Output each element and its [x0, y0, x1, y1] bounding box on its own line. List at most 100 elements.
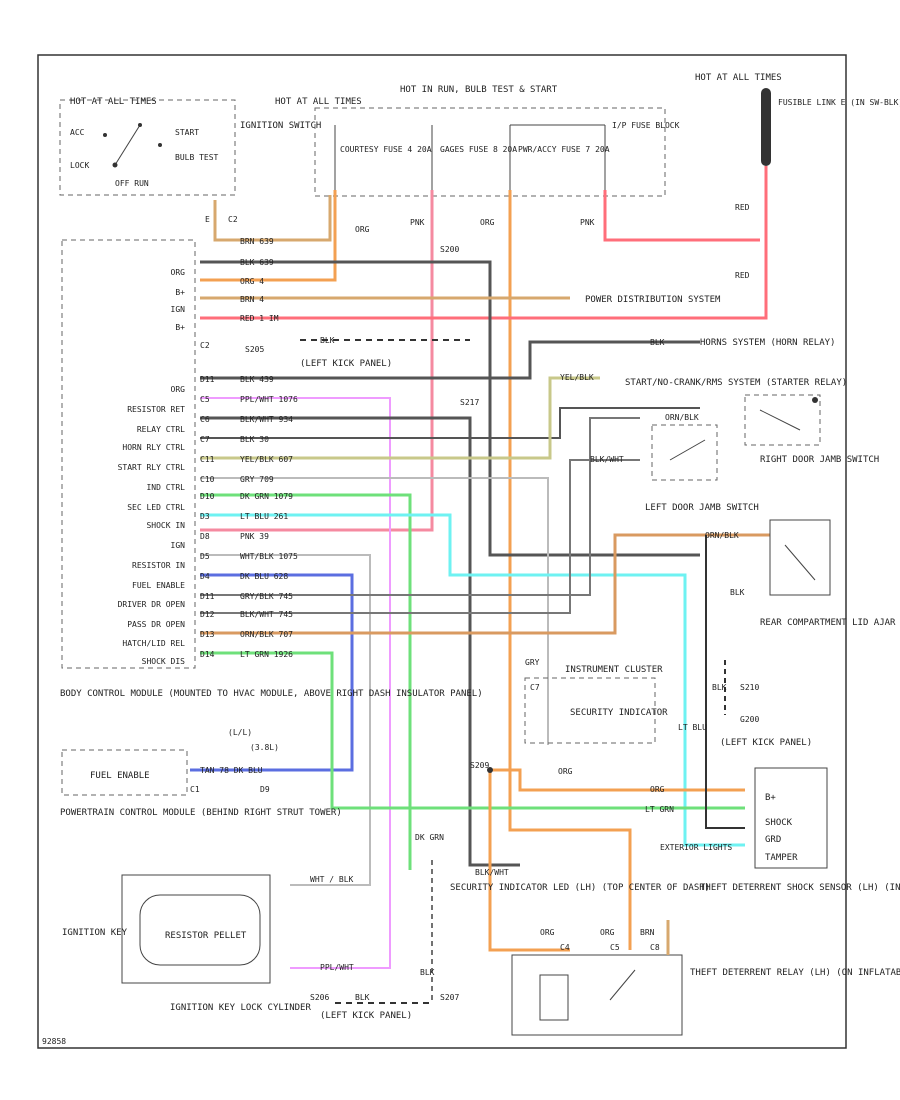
bcm-pin-2: IGN [171, 305, 186, 314]
wire-org-top: ORG [355, 225, 370, 234]
ign-conn-c2: C2 [228, 215, 238, 224]
splice-s209: S209 [470, 761, 489, 770]
right-right-door: RIGHT DOOR JAMB SWITCH [760, 455, 879, 465]
wire-pnk2-top: PNK [580, 218, 595, 227]
bcm-row-13: ORN/BLK 707 [240, 630, 293, 639]
wire-gry-blk: ORN/BLK [665, 413, 699, 422]
bcm-row-7: LT BLU 261 [240, 512, 288, 521]
splice-s205: S205 [245, 345, 264, 354]
key-name: IGNITION KEY [62, 928, 128, 938]
right-rear: REAR COMPARTMENT LID AJAR INDICATION SWI… [760, 618, 900, 628]
wire-ltblu-shock: LT BLU [678, 723, 707, 732]
relay-pin-1: C5 [610, 943, 620, 952]
wire-blk-right: BLK [730, 588, 745, 597]
wire-blk-led: BLK [420, 968, 435, 977]
bcm-row-pin-4: C11 [200, 455, 215, 464]
fuse-courtesy: COURTESY FUSE 4 20A [340, 145, 432, 154]
wire-org-mid: ORG [558, 767, 573, 776]
wire-blk-top: BLK [320, 336, 335, 345]
shock-ext: EXTERIOR LIGHTS [660, 843, 732, 852]
bcm-row-pin-9: D5 [200, 552, 210, 561]
right-kick: (LEFT KICK PANEL) [720, 738, 812, 748]
bcm-row-pin-10: D4 [200, 572, 210, 581]
shock-pin-bplus: B+ [765, 793, 776, 803]
key-cylinder-box [121, 874, 271, 984]
c2-wire-3: BRN 4 [240, 295, 264, 304]
right-left-door: LEFT DOOR JAMB SWITCH [645, 503, 759, 513]
fuse-pwr-acc: PWR/ACCY FUSE 7 20A [518, 145, 610, 154]
splice-kick-bottom: (LEFT KICK PANEL) [320, 1011, 412, 1021]
bcm-row-3: BLK 30 [240, 435, 269, 444]
splice-s217: S217 [460, 398, 479, 407]
bcm-row-pin-0: D11 [200, 375, 215, 384]
shock-pin-grd: GRD [765, 835, 781, 845]
left-door-switch-box [769, 519, 831, 596]
shock-name: THEFT DETERRENT SHOCK SENSOR (LH) (IN RI… [700, 883, 900, 893]
wire-red-2: RED [735, 271, 750, 280]
bcm-row-pin-2: C6 [200, 415, 210, 424]
bcm-pin-8: START RLY CTRL [118, 463, 186, 472]
start-relay-box [744, 394, 821, 446]
pcm-marker-1: (3.8L) [250, 743, 279, 752]
relay-coil [539, 974, 569, 1021]
ign-off-run: OFF RUN [115, 179, 149, 188]
bcm-row-pin-8: D8 [200, 532, 210, 541]
bcm-row-14: LT GRN 1926 [240, 650, 293, 659]
wire-blk-wht-led: BLK/WHT [475, 868, 509, 877]
bcm-pin-9: IND CTRL [146, 483, 185, 492]
bcm-row-9: WHT/BLK 1075 [240, 552, 298, 561]
c2-wire-1: BLK 639 [240, 258, 274, 267]
ign-acc: ACC [70, 128, 85, 137]
splice-kick-top: (LEFT KICK PANEL) [300, 359, 392, 369]
ign-start: START [175, 128, 199, 137]
bcm-row-5: GRY 709 [240, 475, 274, 484]
right-horns: HORNS SYSTEM (HORN RELAY) [700, 338, 835, 348]
key-inner [139, 894, 261, 966]
bcm-row-pin-5: C10 [200, 475, 215, 484]
bcm-pin-4: ORG [171, 385, 186, 394]
bcm-row-10: DK BLU 628 [240, 572, 288, 581]
wire-yel-blk: YEL/BLK [560, 373, 594, 382]
bcm-row-12: BLK/WHT 745 [240, 610, 293, 619]
bcm-pin-13: RESISTOR IN [132, 561, 185, 570]
bcm-row-4: YEL/BLK 607 [240, 455, 293, 464]
wire-blk-wht: BLK/WHT [590, 455, 624, 464]
cluster-sec: SECURITY INDICATOR [570, 708, 668, 718]
wire-org-relay2: ORG [600, 928, 615, 937]
bcm-box [61, 239, 196, 669]
pcm-fuel: FUEL ENABLE [90, 771, 150, 781]
bcm-row-8: PNK 39 [240, 532, 269, 541]
fuse-block-label: I/P FUSE BLOCK [612, 121, 680, 130]
wire-blk-shock: BLK [712, 683, 727, 692]
wire-dkgrn-led: DK GRN [415, 833, 444, 842]
splice-s210: S210 [740, 683, 759, 692]
c2-wire-4: RED 1 IM [240, 314, 279, 323]
wire-ltgrn-shock: LT GRN [645, 805, 674, 814]
hot-label-right: HOT AT ALL TIMES [695, 73, 782, 83]
wire-red-1: RED [735, 203, 750, 212]
splice-s206: S206 [310, 993, 329, 1002]
wire-wht-blk-key: WHT / BLK [310, 875, 354, 884]
bcm-row-pin-14: D14 [200, 650, 215, 659]
relay-pin-0: C4 [560, 943, 570, 952]
fusible-link-icon [761, 88, 771, 166]
cluster-box [524, 677, 656, 744]
bcm-row-pin-11: D11 [200, 592, 215, 601]
cluster-gry: GRY [525, 658, 540, 667]
ign-lock: LOCK [70, 161, 89, 170]
wire-org2-top: ORG [480, 218, 495, 227]
bcm-row-0: BLK 439 [240, 375, 274, 384]
right-power: POWER DISTRIBUTION SYSTEM [585, 295, 721, 305]
bcm-name: BODY CONTROL MODULE (MOUNTED TO HVAC MOD… [60, 689, 483, 699]
wire-blk-horn: BLK [650, 338, 665, 347]
bcm-pin-3: B+ [175, 323, 185, 332]
key-cyl: IGNITION KEY LOCK CYLINDER [170, 1003, 311, 1013]
ign-name: IGNITION SWITCH [240, 121, 321, 131]
key-resistor: RESISTOR PELLET [165, 931, 247, 941]
wire-blk-bottom: BLK [355, 993, 370, 1002]
bcm-pin-0: ORG [171, 268, 186, 277]
bcm-pin-18: SHOCK DIS [142, 657, 186, 666]
bcm-pin-17: HATCH/LID REL [122, 639, 185, 648]
bcm-pin-10: SEC LED CTRL [127, 503, 185, 512]
